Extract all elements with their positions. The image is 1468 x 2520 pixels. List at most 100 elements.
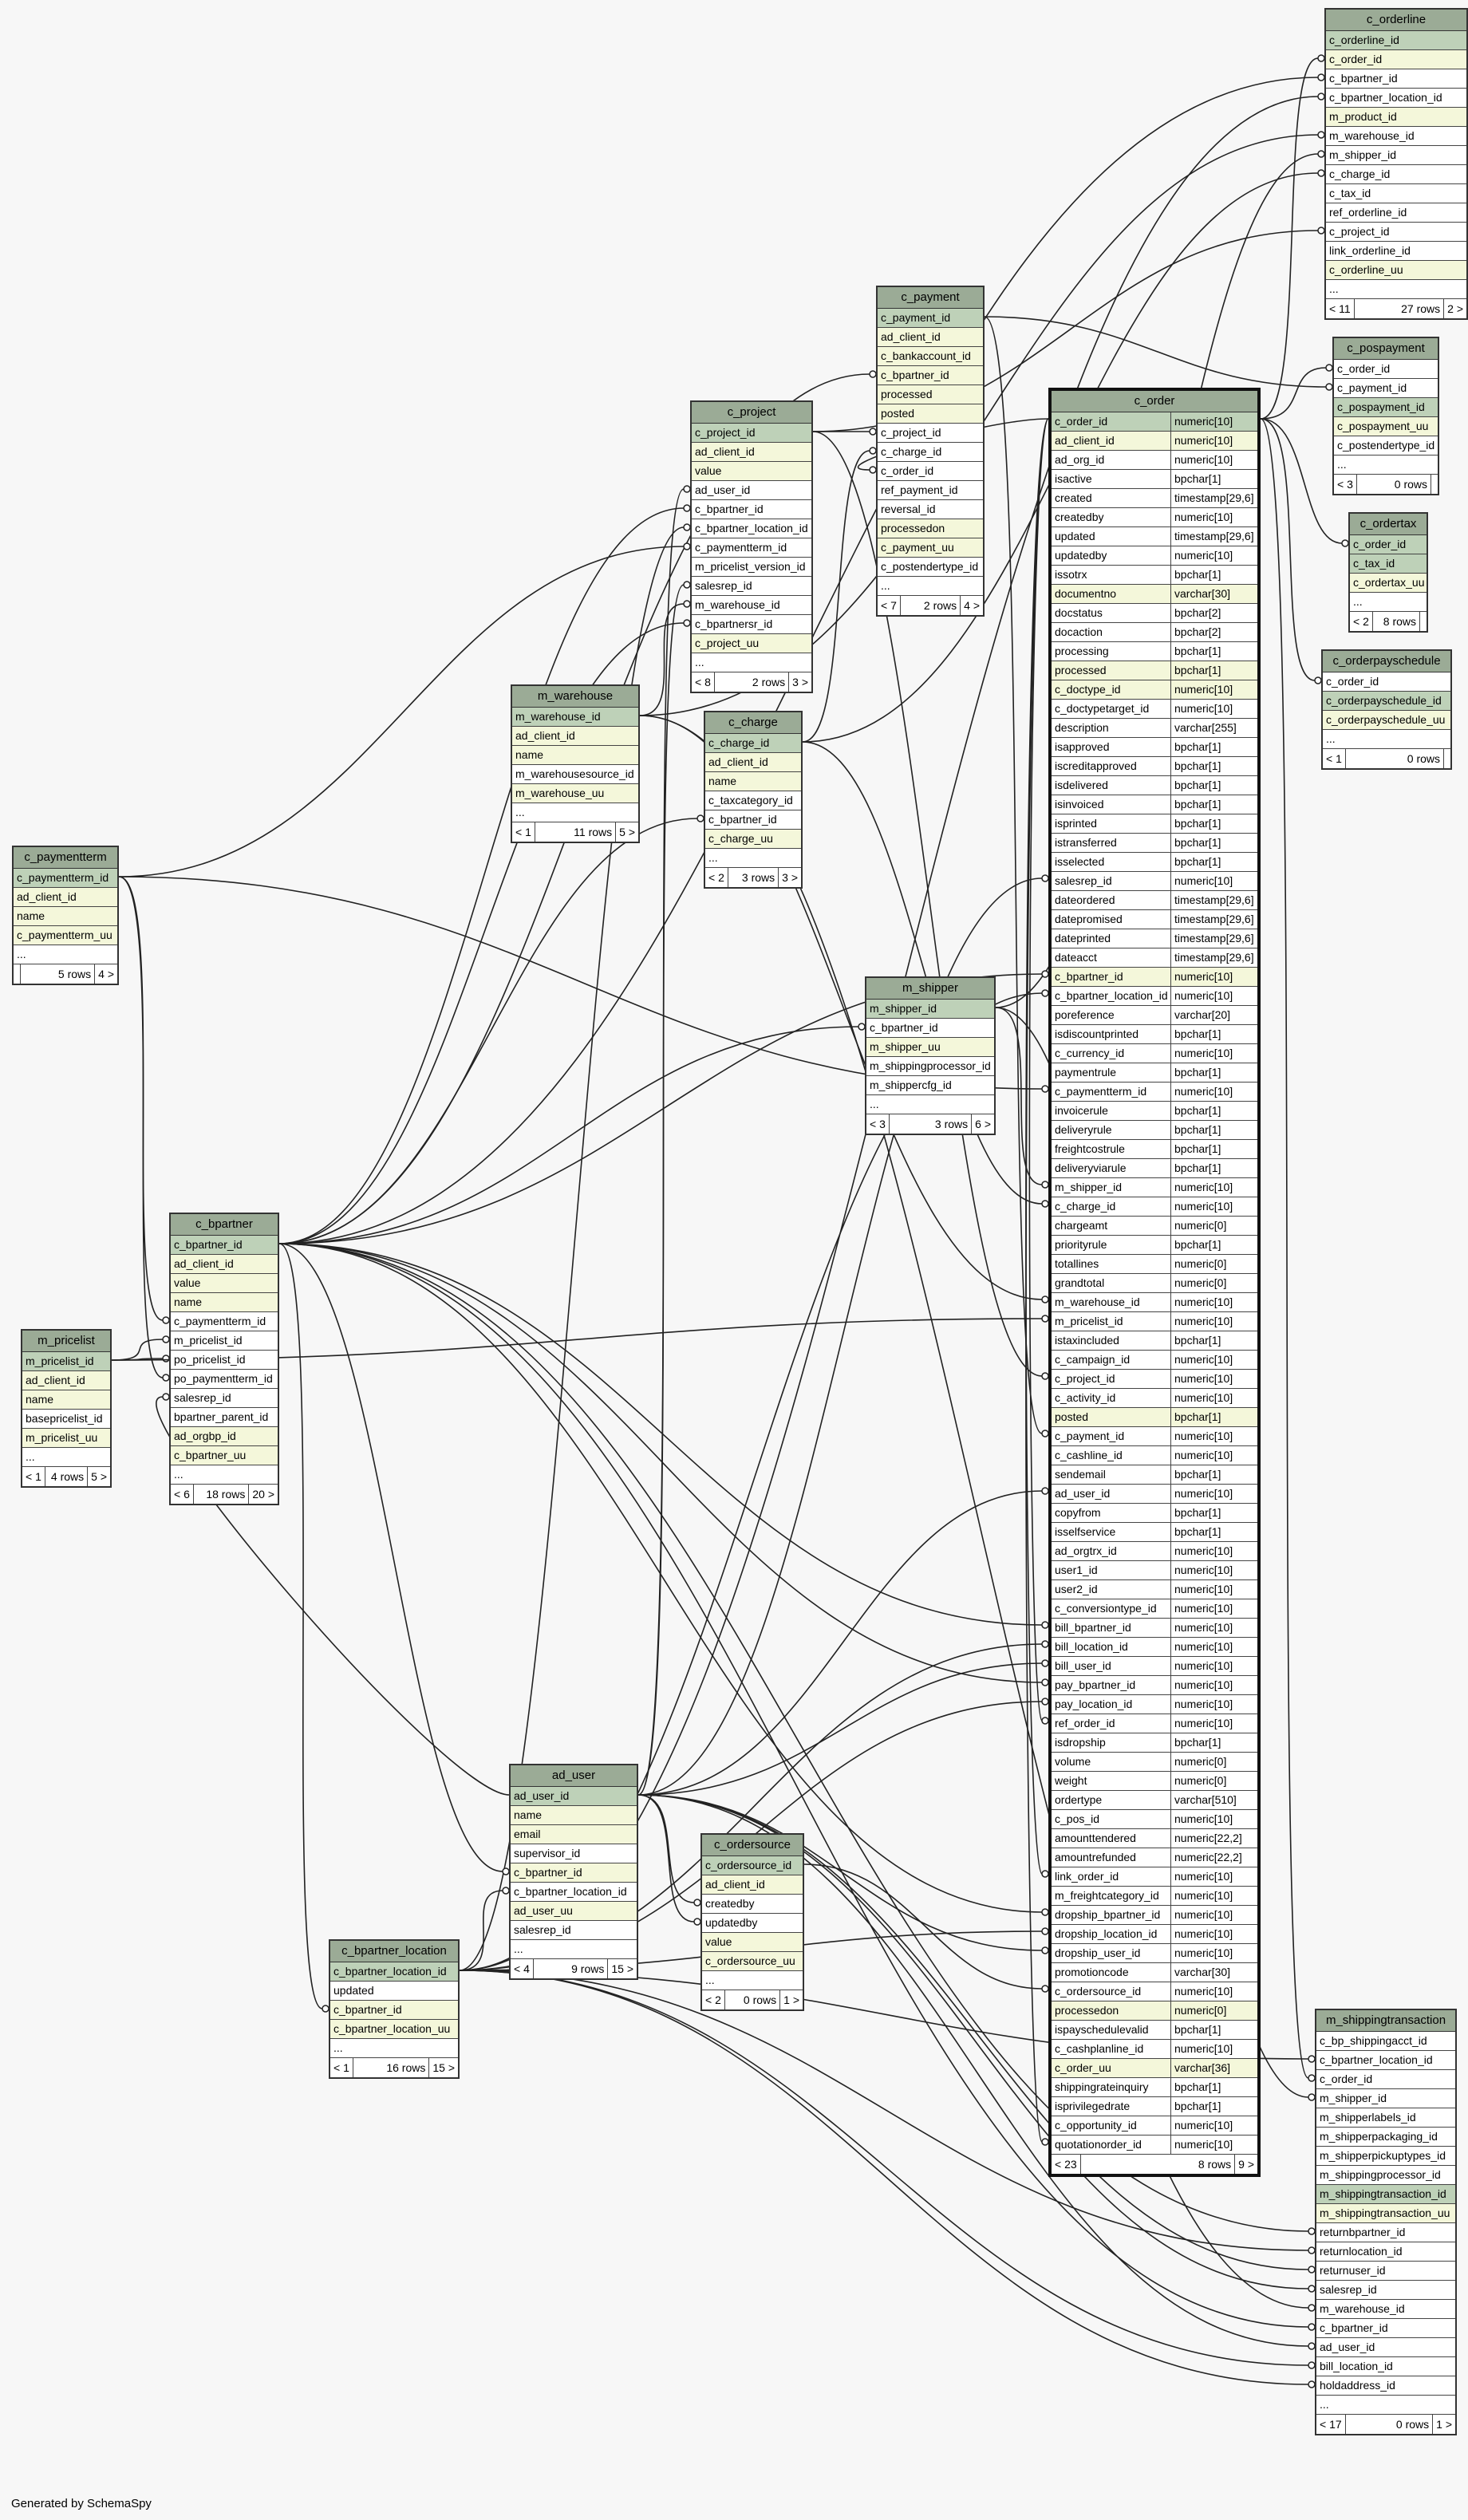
footer-parents[interactable]: < 17 [1316,2415,1346,2434]
footer-rows[interactable]: 18 rows [194,1485,250,1504]
footer-rows[interactable]: 8 rows [1373,612,1420,631]
column-row: value [171,1274,278,1293]
footer-children[interactable] [1431,475,1438,494]
footer-parents[interactable]: < 3 [1334,475,1357,494]
column-type: numeric[10] [1170,1485,1257,1503]
column-name: promotioncode [1055,1966,1129,1978]
column-name: dateordered [1055,893,1115,906]
footer-rows[interactable]: 0 rows [1346,749,1444,768]
footer-rows[interactable]: 2 rows [715,672,790,692]
footer-parents[interactable] [14,964,21,984]
footer-children[interactable]: 6 > [975,1118,991,1130]
footer-parents[interactable]: < 2 [705,868,728,887]
relationship-endpoint-circle [1308,2093,1316,2101]
column-type: bpchar[1] [1170,1159,1257,1177]
column-name: ... [870,1098,879,1110]
footer-children[interactable]: 5 > [91,1470,107,1483]
relationship-endpoint-circle [1317,227,1325,235]
column-type: numeric[10] [1170,1083,1257,1101]
relationship-line [1260,418,1309,2079]
footer-rows[interactable]: 0 rows [1346,2415,1434,2434]
footer-children[interactable]: 3 > [782,871,798,884]
footer-children[interactable]: 1 > [1436,2418,1452,2431]
footer-parents[interactable]: < 4 [511,1959,534,1978]
footer-children[interactable]: 15 > [611,1962,633,1975]
column-name: amounttendered [1055,1832,1136,1844]
column-name: ... [705,1974,715,1986]
column-name: deliveryrule [1055,1123,1112,1136]
footer-rows[interactable]: 0 rows [725,1990,781,2009]
column-name: ad_client_id [1055,434,1115,447]
relationship-line [118,876,164,1378]
column-name: c_cashline_id [1055,1449,1123,1461]
column-row: ... [1316,2396,1455,2415]
footer-rows[interactable]: 4 rows [45,1467,89,1486]
column-row: c_bankaccount_id [878,347,983,366]
footer-children[interactable] [1444,749,1450,768]
column-name: processing [1055,645,1109,657]
footer-children[interactable]: 15 > [432,2061,455,2074]
footer-parents[interactable]: < 11 [1326,299,1355,318]
footer-children[interactable]: 20 > [252,1488,274,1501]
footer-children[interactable]: 5 > [619,826,635,838]
relationship-endpoint-circle [1308,2246,1316,2254]
column-type: numeric[10] [1170,1427,1257,1445]
footer-parents[interactable]: < 6 [171,1485,194,1504]
column-row: m_warehouse_id [512,708,638,727]
relationship-line [995,1007,1043,1185]
footer-rows[interactable]: 2 rows [901,596,961,615]
column-name: ad_client_id [26,1374,85,1386]
footer-rows[interactable]: 9 rows [534,1959,609,1978]
footer-parents[interactable]: < 1 [512,822,535,842]
column-name: m_pricelist_uu [26,1431,98,1444]
footer-rows[interactable]: 0 rows [1357,475,1431,494]
footer-parents[interactable]: < 2 [702,1990,725,2009]
footer-rows[interactable]: 8 rows [1081,2155,1236,2174]
column-name: isprivilegedrate [1055,2100,1131,2112]
column-type: bpchar[1] [1170,2078,1257,2096]
footer-rows[interactable]: 27 rows [1355,299,1445,318]
footer-children[interactable]: 4 > [98,968,114,980]
column-name: m_warehouse_id [1329,129,1415,142]
relationship-endpoint-circle [1317,150,1325,158]
relationship-endpoint-circle [1325,383,1333,391]
footer-parents[interactable]: < 8 [692,672,715,692]
footer-parents[interactable]: < 23 [1052,2155,1081,2174]
relationship-endpoint-circle [1041,1621,1049,1629]
footer-parents[interactable]: < 7 [878,596,901,615]
footer-children[interactable]: 3 > [792,676,808,688]
footer-parents[interactable]: < 1 [22,1467,45,1486]
column-row: c_bp_shippingacct_id [1316,2032,1455,2051]
column-row: returnlocation_id [1316,2242,1455,2262]
footer-parents[interactable]: < 2 [1350,612,1373,631]
relationship-line [278,1243,323,2009]
footer-rows[interactable]: 11 rows [535,822,617,842]
column-name: m_shipper_id [1329,148,1397,161]
column-row: c_tax_id [1326,184,1466,203]
footer-rows[interactable]: 3 rows [728,868,779,887]
footer-rows[interactable]: 5 rows [21,964,96,984]
column-name: updated [1055,530,1095,542]
table-title: c_bpartner [171,1214,278,1236]
footer-parents[interactable]: < 1 [330,2058,353,2077]
footer-children[interactable] [1420,612,1427,631]
footer-children[interactable]: 9 > [1238,2158,1254,2171]
footer-children[interactable]: 1 > [783,1994,799,2006]
footer-parents[interactable]: < 3 [866,1114,890,1134]
footer-children[interactable]: 4 > [964,599,980,612]
footer-rows[interactable]: 16 rows [353,2058,430,2077]
footer-children[interactable]: 2 > [1447,302,1463,315]
footer-parents[interactable]: < 1 [1323,749,1346,768]
footer-rows[interactable]: 3 rows [890,1114,973,1134]
column-name: ... [1329,282,1339,295]
column-name: name [26,1393,54,1406]
column-type: bpchar[2] [1170,623,1257,641]
relationship-line [637,1794,695,1903]
